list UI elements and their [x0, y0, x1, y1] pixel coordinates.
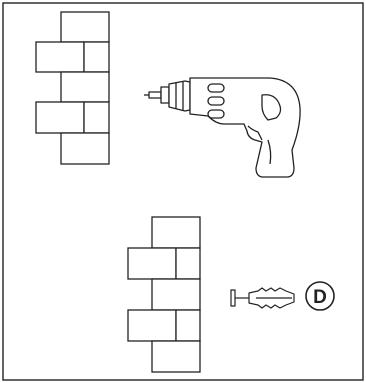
brick [128, 248, 176, 279]
brick [176, 310, 200, 341]
step-badge: D [306, 282, 334, 310]
brick [84, 42, 109, 72]
brick [61, 72, 109, 102]
step-badge-label: D [313, 287, 327, 308]
brick [61, 133, 109, 164]
brick [152, 341, 200, 372]
brick [128, 310, 176, 341]
brick [176, 248, 200, 279]
brick [36, 42, 84, 72]
brick [152, 279, 200, 310]
brick [84, 102, 109, 133]
brick [36, 102, 84, 133]
brick [152, 217, 200, 248]
brick [61, 12, 109, 42]
